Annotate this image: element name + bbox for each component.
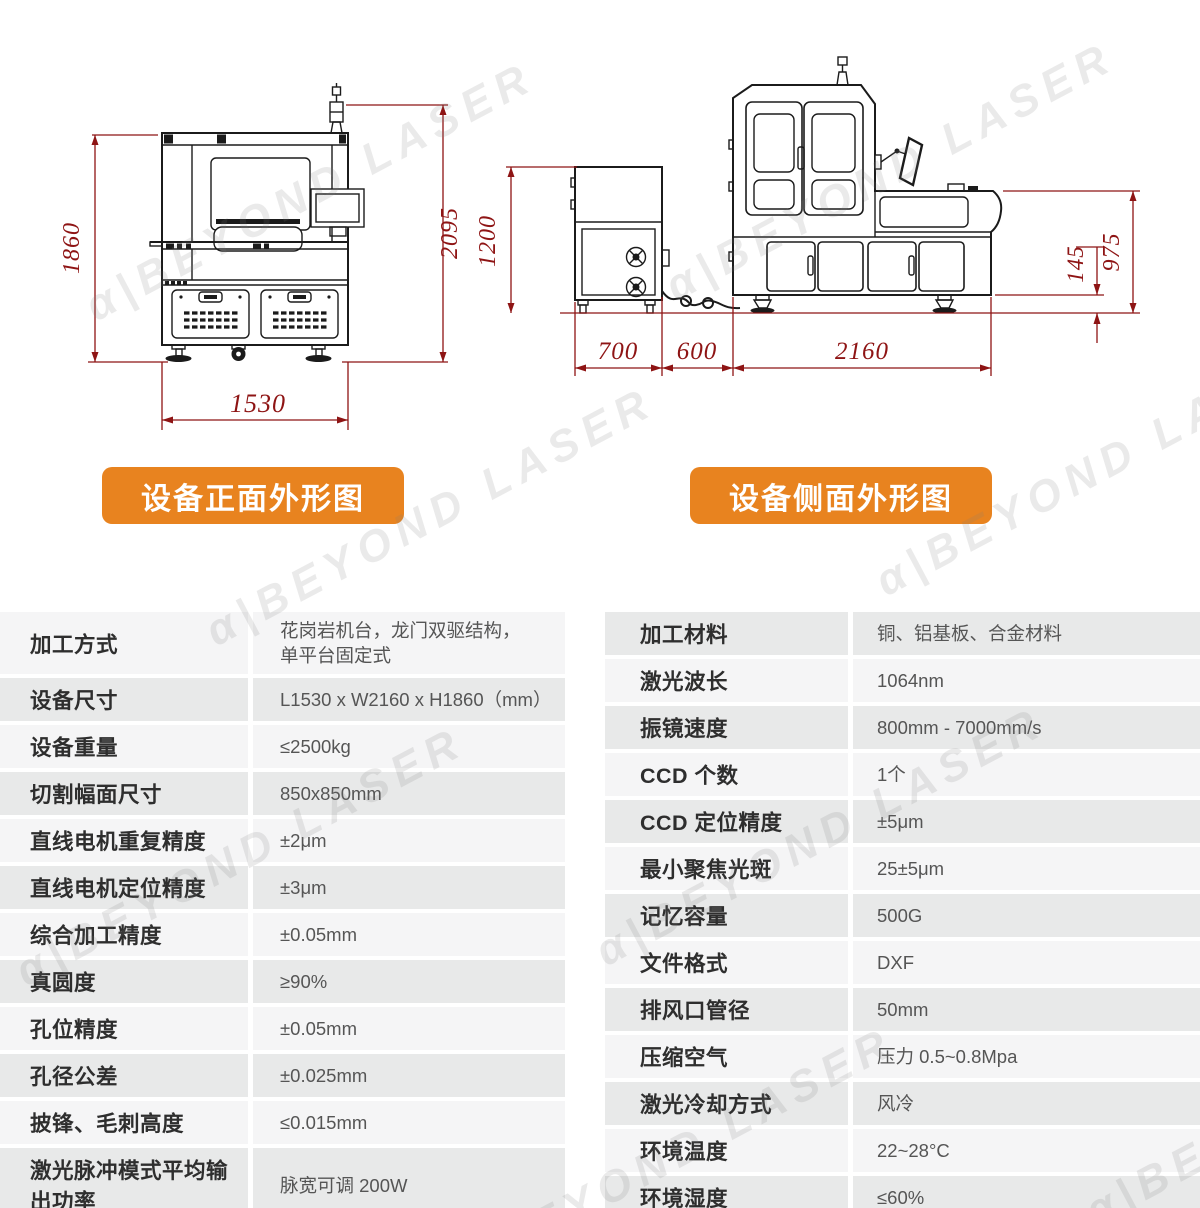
spec-label: 综合加工精度: [0, 913, 248, 956]
spec-label: 最小聚焦光斑: [605, 847, 848, 890]
front-spec-table: 加工方式 花岗岩机台，龙门双驱结构， 单平台固定式 设备尺寸 L1530 x W…: [0, 608, 565, 1208]
dim-600: 600: [677, 338, 718, 365]
dim-700: 700: [598, 338, 639, 365]
side-view-section-badge: 设备侧面外形图: [690, 467, 992, 524]
spec-label: 直线电机定位精度: [0, 866, 248, 909]
spec-label: 孔径公差: [0, 1054, 248, 1097]
side-view-drawing: [570, 56, 1003, 314]
spec-value: ±0.025mm: [253, 1054, 565, 1097]
table-row: 文件格式 DXF: [605, 941, 1200, 984]
spec-value: 1个: [853, 753, 1200, 796]
technical-drawings: 1860 2095 1530: [59, 56, 1140, 430]
front-door-left: [171, 289, 250, 339]
dim-2095: 2095: [437, 207, 463, 259]
spec-label: 激光冷却方式: [605, 1082, 848, 1125]
spec-value: 压力 0.5~0.8Mpa: [853, 1035, 1200, 1078]
front-view-section-badge: 设备正面外形图: [102, 467, 404, 524]
table-row: 激光冷却方式 风冷: [605, 1082, 1200, 1125]
spec-value: ≥90%: [253, 960, 565, 1003]
spec-label: 设备尺寸: [0, 678, 248, 721]
table-row: 设备重量 ≤2500kg: [0, 725, 565, 768]
spec-value: ±3μm: [253, 866, 565, 909]
spec-value: ≤2500kg: [253, 725, 565, 768]
dim-975: 975: [1099, 233, 1125, 272]
spec-label: 披锋、毛刺高度: [0, 1101, 248, 1144]
spec-label: 设备重量: [0, 725, 248, 768]
spec-value: 50mm: [853, 988, 1200, 1031]
table-row: 加工方式 花岗岩机台，龙门双驱结构， 单平台固定式: [0, 612, 565, 674]
spec-label: 直线电机重复精度: [0, 819, 248, 862]
spec-label: 文件格式: [605, 941, 848, 984]
table-row: 压缩空气 压力 0.5~0.8Mpa: [605, 1035, 1200, 1078]
spec-label: 真圆度: [0, 960, 248, 1003]
table-row: 真圆度 ≥90%: [0, 960, 565, 1003]
spec-value: ±2μm: [253, 819, 565, 862]
table-row: 加工材料 铜、铝基板、合金材料: [605, 612, 1200, 655]
table-row: 激光脉冲模式平均输出功率 脉宽可调 200W: [0, 1148, 565, 1208]
table-row: CCD 定位精度 ±5μm: [605, 800, 1200, 843]
spec-label: 加工方式: [0, 612, 248, 674]
dim-1860: 1860: [59, 222, 85, 274]
spec-value: ±0.05mm: [253, 913, 565, 956]
spec-label: 环境湿度: [605, 1176, 848, 1208]
spec-label: 记忆容量: [605, 894, 848, 937]
table-row: 直线电机定位精度 ±3μm: [0, 866, 565, 909]
dust-collector: [570, 166, 741, 314]
spec-label: 振镜速度: [605, 706, 848, 749]
spec-label: 激光波长: [605, 659, 848, 702]
table-row: 设备尺寸 L1530 x W2160 x H1860（mm）: [0, 678, 565, 721]
table-row: 记忆容量 500G: [605, 894, 1200, 937]
spec-label: 排风口管径: [605, 988, 848, 1031]
front-view-dimensions: 1860 2095 1530: [59, 104, 463, 430]
spec-value: ±0.05mm: [253, 1007, 565, 1050]
spec-value: 铜、铝基板、合金材料: [853, 612, 1200, 655]
side-view-dimensions: 1200 145 975 700 600 2160: [475, 166, 1140, 376]
table-row: 披锋、毛刺高度 ≤0.015mm: [0, 1101, 565, 1144]
spec-value: 脉宽可调 200W: [253, 1148, 565, 1208]
side-spec-table: 加工材料 铜、铝基板、合金材料 激光波长 1064nm 振镜速度 800mm -…: [605, 608, 1200, 1208]
spec-value: L1530 x W2160 x H1860（mm）: [253, 678, 565, 721]
dim-145: 145: [1063, 245, 1088, 283]
spec-value: ≤60%: [853, 1176, 1200, 1208]
table-row: 孔径公差 ±0.025mm: [0, 1054, 565, 1097]
spec-value: 花岗岩机台，龙门双驱结构， 单平台固定式: [253, 612, 565, 674]
spec-value: 1064nm: [853, 659, 1200, 702]
spec-value: 800mm - 7000mm/s: [853, 706, 1200, 749]
dim-1530: 1530: [230, 389, 286, 418]
spec-label: 环境温度: [605, 1129, 848, 1172]
spec-label: CCD 定位精度: [605, 800, 848, 843]
table-row: CCD 个数 1个: [605, 753, 1200, 796]
table-row: 激光波长 1064nm: [605, 659, 1200, 702]
spec-label: 压缩空气: [605, 1035, 848, 1078]
table-row: 振镜速度 800mm - 7000mm/s: [605, 706, 1200, 749]
table-row: 环境温度 22~28°C: [605, 1129, 1200, 1172]
spec-label: 孔位精度: [0, 1007, 248, 1050]
spec-value: 25±5μm: [853, 847, 1200, 890]
spec-label: 切割幅面尺寸: [0, 772, 248, 815]
spec-value: DXF: [853, 941, 1200, 984]
table-row: 环境湿度 ≤60%: [605, 1176, 1200, 1208]
spec-value: 22~28°C: [853, 1129, 1200, 1172]
dim-2160: 2160: [835, 338, 889, 365]
spec-value: ≤0.015mm: [253, 1101, 565, 1144]
spec-value: 500G: [853, 894, 1200, 937]
front-view-drawing: [149, 83, 365, 362]
table-row: 孔位精度 ±0.05mm: [0, 1007, 565, 1050]
spec-value: ±5μm: [853, 800, 1200, 843]
spec-label: 加工材料: [605, 612, 848, 655]
table-row: 直线电机重复精度 ±2μm: [0, 819, 565, 862]
spec-value: 850x850mm: [253, 772, 565, 815]
table-row: 最小聚焦光斑 25±5μm: [605, 847, 1200, 890]
front-door-right: [260, 289, 339, 339]
spec-label: 激光脉冲模式平均输出功率: [0, 1148, 248, 1208]
table-row: 排风口管径 50mm: [605, 988, 1200, 1031]
spec-value: 风冷: [853, 1082, 1200, 1125]
table-row: 切割幅面尺寸 850x850mm: [0, 772, 565, 815]
table-row: 综合加工精度 ±0.05mm: [0, 913, 565, 956]
spec-label: CCD 个数: [605, 753, 848, 796]
dim-1200: 1200: [475, 215, 501, 267]
